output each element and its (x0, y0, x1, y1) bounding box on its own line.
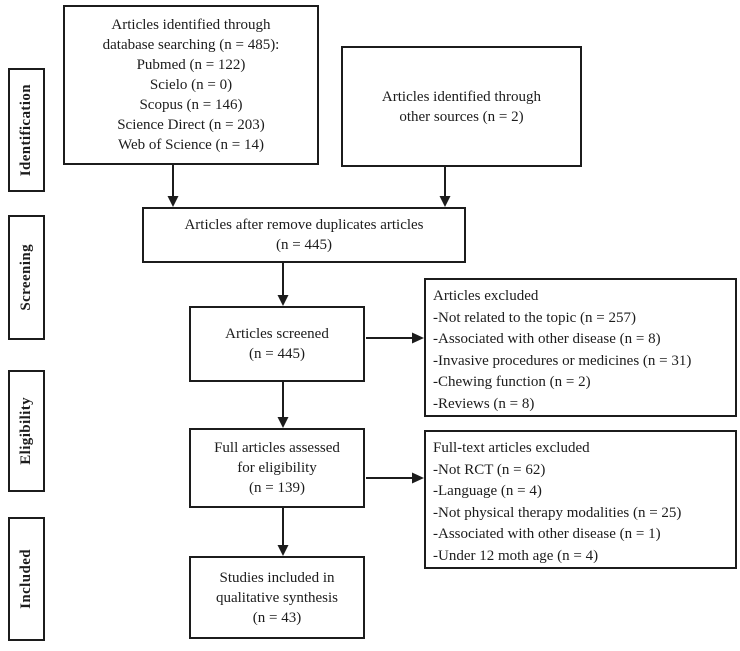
box-after-duplicates: Articles after remove duplicates article… (142, 207, 466, 263)
text-line: (n = 445) (276, 237, 332, 253)
text-line: Scopus (n = 146) (139, 97, 243, 113)
text-line: database searching (n = 485): (102, 37, 280, 53)
stage-label-text: Identification (18, 83, 34, 177)
text-line: -Not RCT (n = 62) (433, 461, 546, 478)
text-line: (n = 445) (249, 346, 305, 362)
stage-label-included: Included (8, 517, 45, 641)
text-line: Articles screened (225, 326, 329, 342)
text-line: -Chewing function (n = 2) (433, 374, 591, 390)
box-fulltext-assessed: Full articles assessed for eligibility (… (189, 428, 365, 508)
box-articles-excluded: Articles excluded -Not related to the to… (424, 278, 737, 417)
arrow-other-sources-to-duplicates (439, 167, 451, 207)
text-line: Scielo (n = 0) (149, 77, 233, 93)
text-line: Articles identified through (381, 88, 542, 105)
text-line: -Associated with other disease (n = 1) (433, 526, 661, 542)
box-screened: Articles screened (n = 445) (189, 306, 365, 382)
text-line: Articles after remove duplicates article… (184, 217, 424, 233)
arrow-database-to-duplicates (167, 165, 179, 207)
stage-label-eligibility: Eligibility (8, 370, 45, 492)
text-line: Articles identified through (111, 17, 271, 33)
text-line: qualitative synthesis (215, 589, 339, 606)
text-line: Full articles assessed (214, 440, 340, 456)
text-line: Science Direct (n = 203) (117, 117, 265, 133)
stage-label-text: Included (18, 549, 34, 609)
text-line: (n = 139) (249, 480, 305, 496)
text-line: (n = 43) (252, 609, 302, 626)
text-line: Full-text articles excluded (433, 440, 590, 456)
arrow-assessed-to-included (277, 508, 289, 556)
text-line: Web of Science (n = 14) (118, 137, 264, 153)
text-line: -Associated with other disease (n = 8) (433, 331, 661, 347)
text-line: Studies included in (219, 569, 335, 586)
text-line: Articles excluded (433, 288, 539, 304)
text-line: -Not related to the topic (n = 257) (433, 309, 636, 326)
box-fulltext-excluded: Full-text articles excluded -Not RCT (n … (424, 430, 737, 569)
text-line: -Not physical therapy modalities (n = 25… (433, 504, 682, 521)
stage-label-screening: Screening (8, 215, 45, 340)
text-line: -Language (n = 4) (433, 483, 542, 499)
box-other-sources: Articles identified through other source… (341, 46, 582, 167)
stage-label-identification: Identification (8, 68, 45, 192)
text-line: for eligibility (237, 460, 317, 476)
arrow-duplicates-to-screened (277, 263, 289, 306)
box-included-studies: Studies included in qualitative synthesi… (189, 556, 365, 639)
arrow-assessed-to-fulltext-excluded (366, 472, 424, 484)
text-line: -Reviews (n = 8) (433, 395, 535, 412)
box-database-search: Articles identified through database sea… (63, 5, 319, 165)
text-line: other sources (n = 2) (399, 108, 524, 125)
text-line: Pubmed (n = 122) (136, 57, 246, 73)
arrow-screened-to-assessed (277, 382, 289, 428)
stage-label-text: Screening (18, 244, 34, 311)
arrow-screened-to-excluded (366, 332, 424, 344)
stage-label-text: Eligibility (18, 397, 34, 465)
text-line: -Under 12 moth age (n = 4) (433, 547, 599, 564)
text-line: -Invasive procedures or medicines (n = 3… (433, 352, 692, 369)
